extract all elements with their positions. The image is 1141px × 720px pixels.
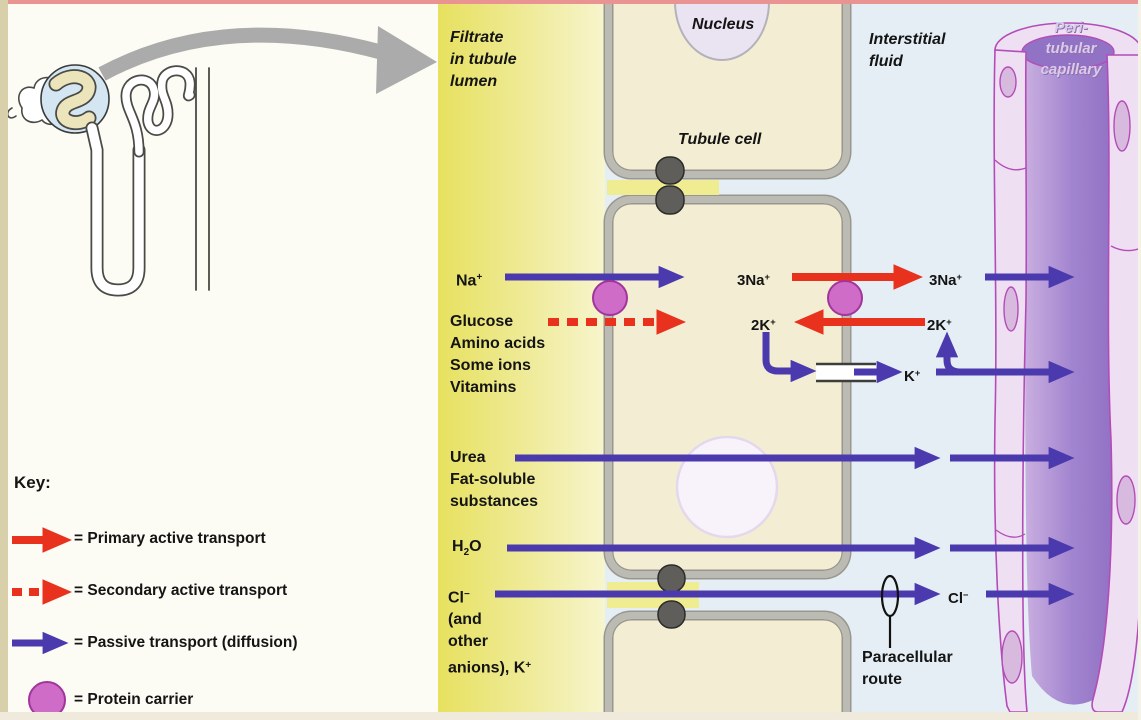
potassium-channel: [816, 362, 876, 383]
key-title: Key:: [14, 473, 51, 492]
potassium2-interstitial-label: 2K+: [927, 317, 952, 334]
loop-of-henle-fill: [87, 123, 144, 295]
key-item-secondary-active: = Secondary active transport: [74, 582, 288, 599]
frame-left: [0, 0, 8, 720]
urea-label: Urea Fat-soluble substances: [450, 449, 539, 510]
tight-junction-upper: [655, 156, 685, 215]
potassium2-intracellular-label: 2K+: [751, 317, 776, 334]
key-item-primary-active: = Primary active transport: [74, 530, 266, 547]
fenestration: [1003, 286, 1019, 332]
interstitial-fluid-label: Interstitial fluid: [869, 31, 946, 70]
tubule-cell-bottom: [605, 612, 850, 720]
paracellular-route-marker: [880, 574, 900, 648]
key-item-protein-carrier: = Protein carrier: [74, 691, 194, 708]
sodium3-intracellular-label: 3Na+: [737, 272, 770, 289]
nephron-inset: [6, 64, 210, 297]
peritubular-capillary: [993, 22, 1141, 713]
fenestration: [999, 66, 1017, 98]
filtrate-label: Filtrate in tubule lumen: [450, 29, 517, 90]
capillary-left-wall: [993, 49, 1028, 713]
distal-tubule-fill: [122, 67, 194, 156]
tubule-cell-label: Tubule cell: [678, 131, 762, 148]
tight-junction-lower: [657, 564, 686, 629]
sodium-label: Na+: [456, 272, 483, 290]
endothelium-seam: [995, 529, 1026, 538]
potassium-recycle-arrow: [935, 331, 961, 376]
potassium-leak-arrow: [762, 332, 817, 383]
protein-carrier-apical: [592, 280, 628, 316]
capillary-right-wall: [1091, 54, 1141, 713]
peritubular-capillary-label: Peri- tubular capillary: [1040, 19, 1102, 78]
collecting-duct: [195, 67, 210, 291]
paracellular-route-label: Paracellular route: [862, 649, 953, 688]
fenestration: [1116, 475, 1136, 525]
frame-bottom: [0, 712, 1141, 720]
key-symbols: [12, 527, 72, 719]
frame-top: [0, 0, 1141, 4]
key-item-passive: = Passive transport (diffusion): [74, 634, 298, 651]
protein-carrier-basolateral: [827, 280, 863, 316]
nucleus-label: Nucleus: [692, 16, 755, 33]
proximal-tubule-fill: [50, 70, 95, 129]
water-label: H2O: [452, 538, 482, 559]
vesicle: [675, 435, 779, 539]
chloride-lumen-label: Cl− (and other anions), K+: [448, 589, 532, 677]
frame-right: [1138, 0, 1141, 720]
potassium-label: K+: [904, 368, 921, 385]
fenestration: [1001, 630, 1023, 684]
capillary-lumen: [1025, 55, 1112, 705]
fenestration: [1113, 100, 1131, 152]
magnify-arrow: [98, 26, 437, 94]
cotransport-substrates-label: Glucose Amino acids Some ions Vitamins: [450, 313, 546, 396]
sodium3-interstitial-label: 3Na+: [929, 272, 962, 289]
endothelium-seam: [994, 159, 1027, 171]
chloride-interstitial-label: Cl−: [948, 590, 969, 607]
